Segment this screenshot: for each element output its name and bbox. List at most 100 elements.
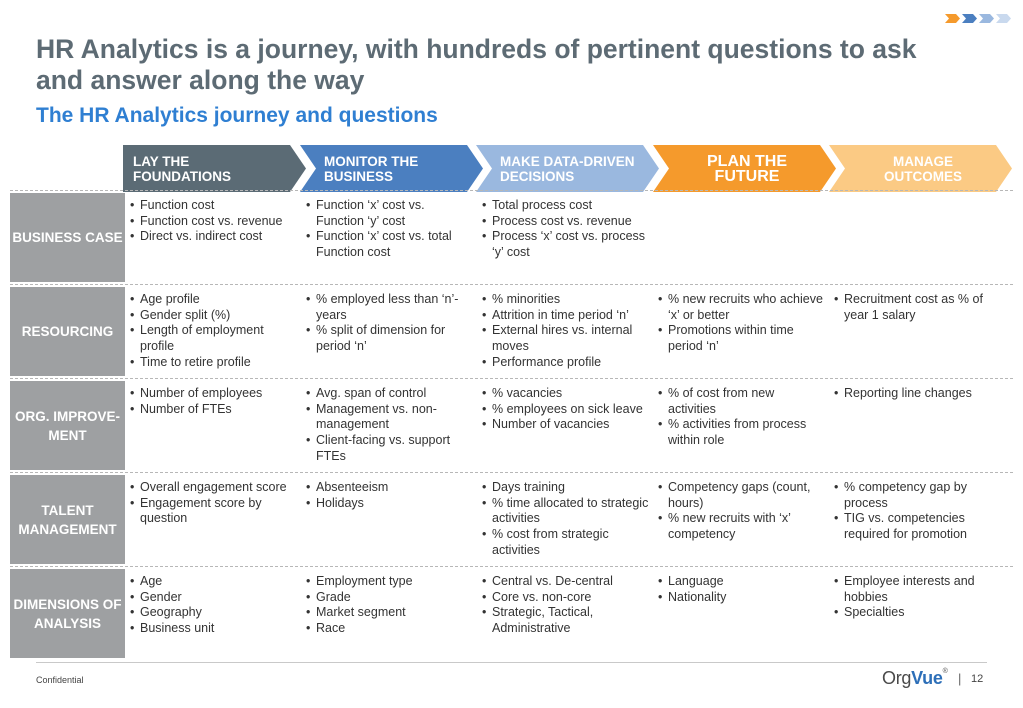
question-item: Number of FTEs [129, 402, 297, 418]
question-list: Competency gaps (count, hours)% new recr… [657, 480, 825, 543]
question-cell: % employed less than ‘n’-years% split of… [305, 292, 473, 355]
question-item: Race [305, 621, 473, 637]
question-cell: Age profileGender split (%)Length of emp… [129, 292, 297, 371]
question-item: % time allocated to strategic activities [481, 496, 649, 527]
question-item: Geography [129, 605, 297, 621]
question-item: TIG vs. competencies required for promot… [833, 511, 1001, 542]
question-list: Days training% time allocated to strateg… [481, 480, 649, 559]
question-list: % vacancies% employees on sick leaveNumb… [481, 386, 649, 433]
question-list: Employment typeGradeMarket segmentRace [305, 574, 473, 637]
question-item: % of cost from new activities [657, 386, 825, 417]
question-item: Function ‘x’ cost vs. Function ‘y’ cost [305, 198, 473, 229]
question-item: Central vs. De-central [481, 574, 649, 590]
stage-label: LAY THE FOUNDATIONS [133, 153, 231, 184]
question-list: Reporting line changes [833, 386, 1001, 402]
question-list: % competency gap by processTIG vs. compe… [833, 480, 1001, 543]
question-item: Process cost vs. revenue [481, 214, 649, 230]
question-cell: Function costFunction cost vs. revenueDi… [129, 198, 297, 245]
question-item: Function cost [129, 198, 297, 214]
stage-chevron-3: MAKE DATA-DRIVEN DECISIONS [476, 145, 659, 192]
question-item: Management vs. non-management [305, 402, 473, 433]
question-cell: Function ‘x’ cost vs. Function ‘y’ costF… [305, 198, 473, 261]
question-item: Total process cost [481, 198, 649, 214]
slide-title: HR Analytics is a journey, with hundreds… [36, 34, 917, 95]
stage-chevron-2: MONITOR THE BUSINESS [300, 145, 483, 192]
question-item: Attrition in time period ‘n’ [481, 308, 649, 324]
question-cell: LanguageNationality [657, 574, 825, 605]
question-cell: % minoritiesAttrition in time period ‘n’… [481, 292, 649, 371]
brand-arrow-icon [996, 14, 1011, 23]
question-cell: AbsenteeismHolidays [305, 480, 473, 511]
question-item: Strategic, Tactical, Administrative [481, 605, 649, 636]
stage-chevron-4: PLAN THE FUTURE [653, 145, 836, 192]
question-item: Function ‘x’ cost vs. total Function cos… [305, 229, 473, 260]
row-header: TALENT MANAGEMENT [10, 475, 125, 564]
row-header: RESOURCING [10, 287, 125, 376]
logo-vue: Vue [911, 668, 943, 688]
stage-chevron-5: MANAGE OUTCOMES [829, 145, 1012, 192]
question-item: % competency gap by process [833, 480, 1001, 511]
question-list: Number of employeesNumber of FTEs [129, 386, 297, 417]
question-item: Performance profile [481, 355, 649, 371]
question-item: Avg. span of control [305, 386, 473, 402]
question-cell: Avg. span of controlManagement vs. non-m… [305, 386, 473, 465]
question-item: Age profile [129, 292, 297, 308]
question-item: Promotions within time period ‘n’ [657, 323, 825, 354]
question-cell: Employee interests and hobbiesSpecialtie… [833, 574, 1001, 621]
row-header: DIMENSIONS OF ANALYSIS [10, 569, 125, 658]
question-cell: Number of employeesNumber of FTEs [129, 386, 297, 417]
stage-label: MONITOR THE BUSINESS [324, 153, 419, 184]
question-list: Employee interests and hobbiesSpecialtie… [833, 574, 1001, 621]
question-item: Number of vacancies [481, 417, 649, 433]
stage-label: MAKE DATA-DRIVEN DECISIONS [500, 153, 635, 184]
row-header: BUSINESS CASE [10, 193, 125, 282]
question-item: % activities from process within role [657, 417, 825, 448]
question-cell: % of cost from new activities% activitie… [657, 386, 825, 449]
row-divider [10, 190, 1013, 191]
question-item: Absenteeism [305, 480, 473, 496]
question-list: % minoritiesAttrition in time period ‘n’… [481, 292, 649, 371]
question-item: Gender [129, 590, 297, 606]
question-item: % employees on sick leave [481, 402, 649, 418]
question-cell: Reporting line changes [833, 386, 1001, 402]
question-item: Engagement score by question [129, 496, 297, 527]
question-item: Language [657, 574, 825, 590]
question-list: % of cost from new activities% activitie… [657, 386, 825, 449]
row-divider [10, 284, 1013, 285]
question-list: Age profileGender split (%)Length of emp… [129, 292, 297, 371]
brand-arrow-icon [945, 14, 960, 23]
question-list: Function ‘x’ cost vs. Function ‘y’ costF… [305, 198, 473, 261]
question-item: Employee interests and hobbies [833, 574, 1001, 605]
orgvue-logo: OrgVue® [882, 668, 948, 689]
question-item: Time to retire profile [129, 355, 297, 371]
question-cell: Days training% time allocated to strateg… [481, 480, 649, 559]
question-cell: % competency gap by processTIG vs. compe… [833, 480, 1001, 543]
row-divider [10, 378, 1013, 379]
question-item: Specialties [833, 605, 1001, 621]
question-item: Gender split (%) [129, 308, 297, 324]
question-item: Market segment [305, 605, 473, 621]
question-list: AgeGenderGeographyBusiness unit [129, 574, 297, 637]
question-item: Overall engagement score [129, 480, 297, 496]
question-item: Function cost vs. revenue [129, 214, 297, 230]
question-item: % cost from strategic activities [481, 527, 649, 558]
question-item: Process ‘x’ cost vs. process ‘y’ cost [481, 229, 649, 260]
question-item: Employment type [305, 574, 473, 590]
row-divider [10, 566, 1013, 567]
question-item: % split of dimension for period ‘n’ [305, 323, 473, 354]
question-item: Competency gaps (count, hours) [657, 480, 825, 511]
question-cell: Total process costProcess cost vs. reven… [481, 198, 649, 261]
brand-arrow-icon [962, 14, 977, 23]
question-cell: % new recruits who achieve ‘x’ or better… [657, 292, 825, 355]
row-divider [10, 472, 1013, 473]
question-list: Recruitment cost as % of year 1 salary [833, 292, 1001, 323]
question-list: Avg. span of controlManagement vs. non-m… [305, 386, 473, 465]
question-cell: Central vs. De-centralCore vs. non-coreS… [481, 574, 649, 637]
question-item: % new recruits who achieve ‘x’ or better [657, 292, 825, 323]
question-item: Holidays [305, 496, 473, 512]
question-list: Overall engagement scoreEngagement score… [129, 480, 297, 527]
question-list: Total process costProcess cost vs. reven… [481, 198, 649, 261]
footer-divider [36, 662, 987, 663]
question-list: % new recruits who achieve ‘x’ or better… [657, 292, 825, 355]
question-list: Central vs. De-centralCore vs. non-coreS… [481, 574, 649, 637]
